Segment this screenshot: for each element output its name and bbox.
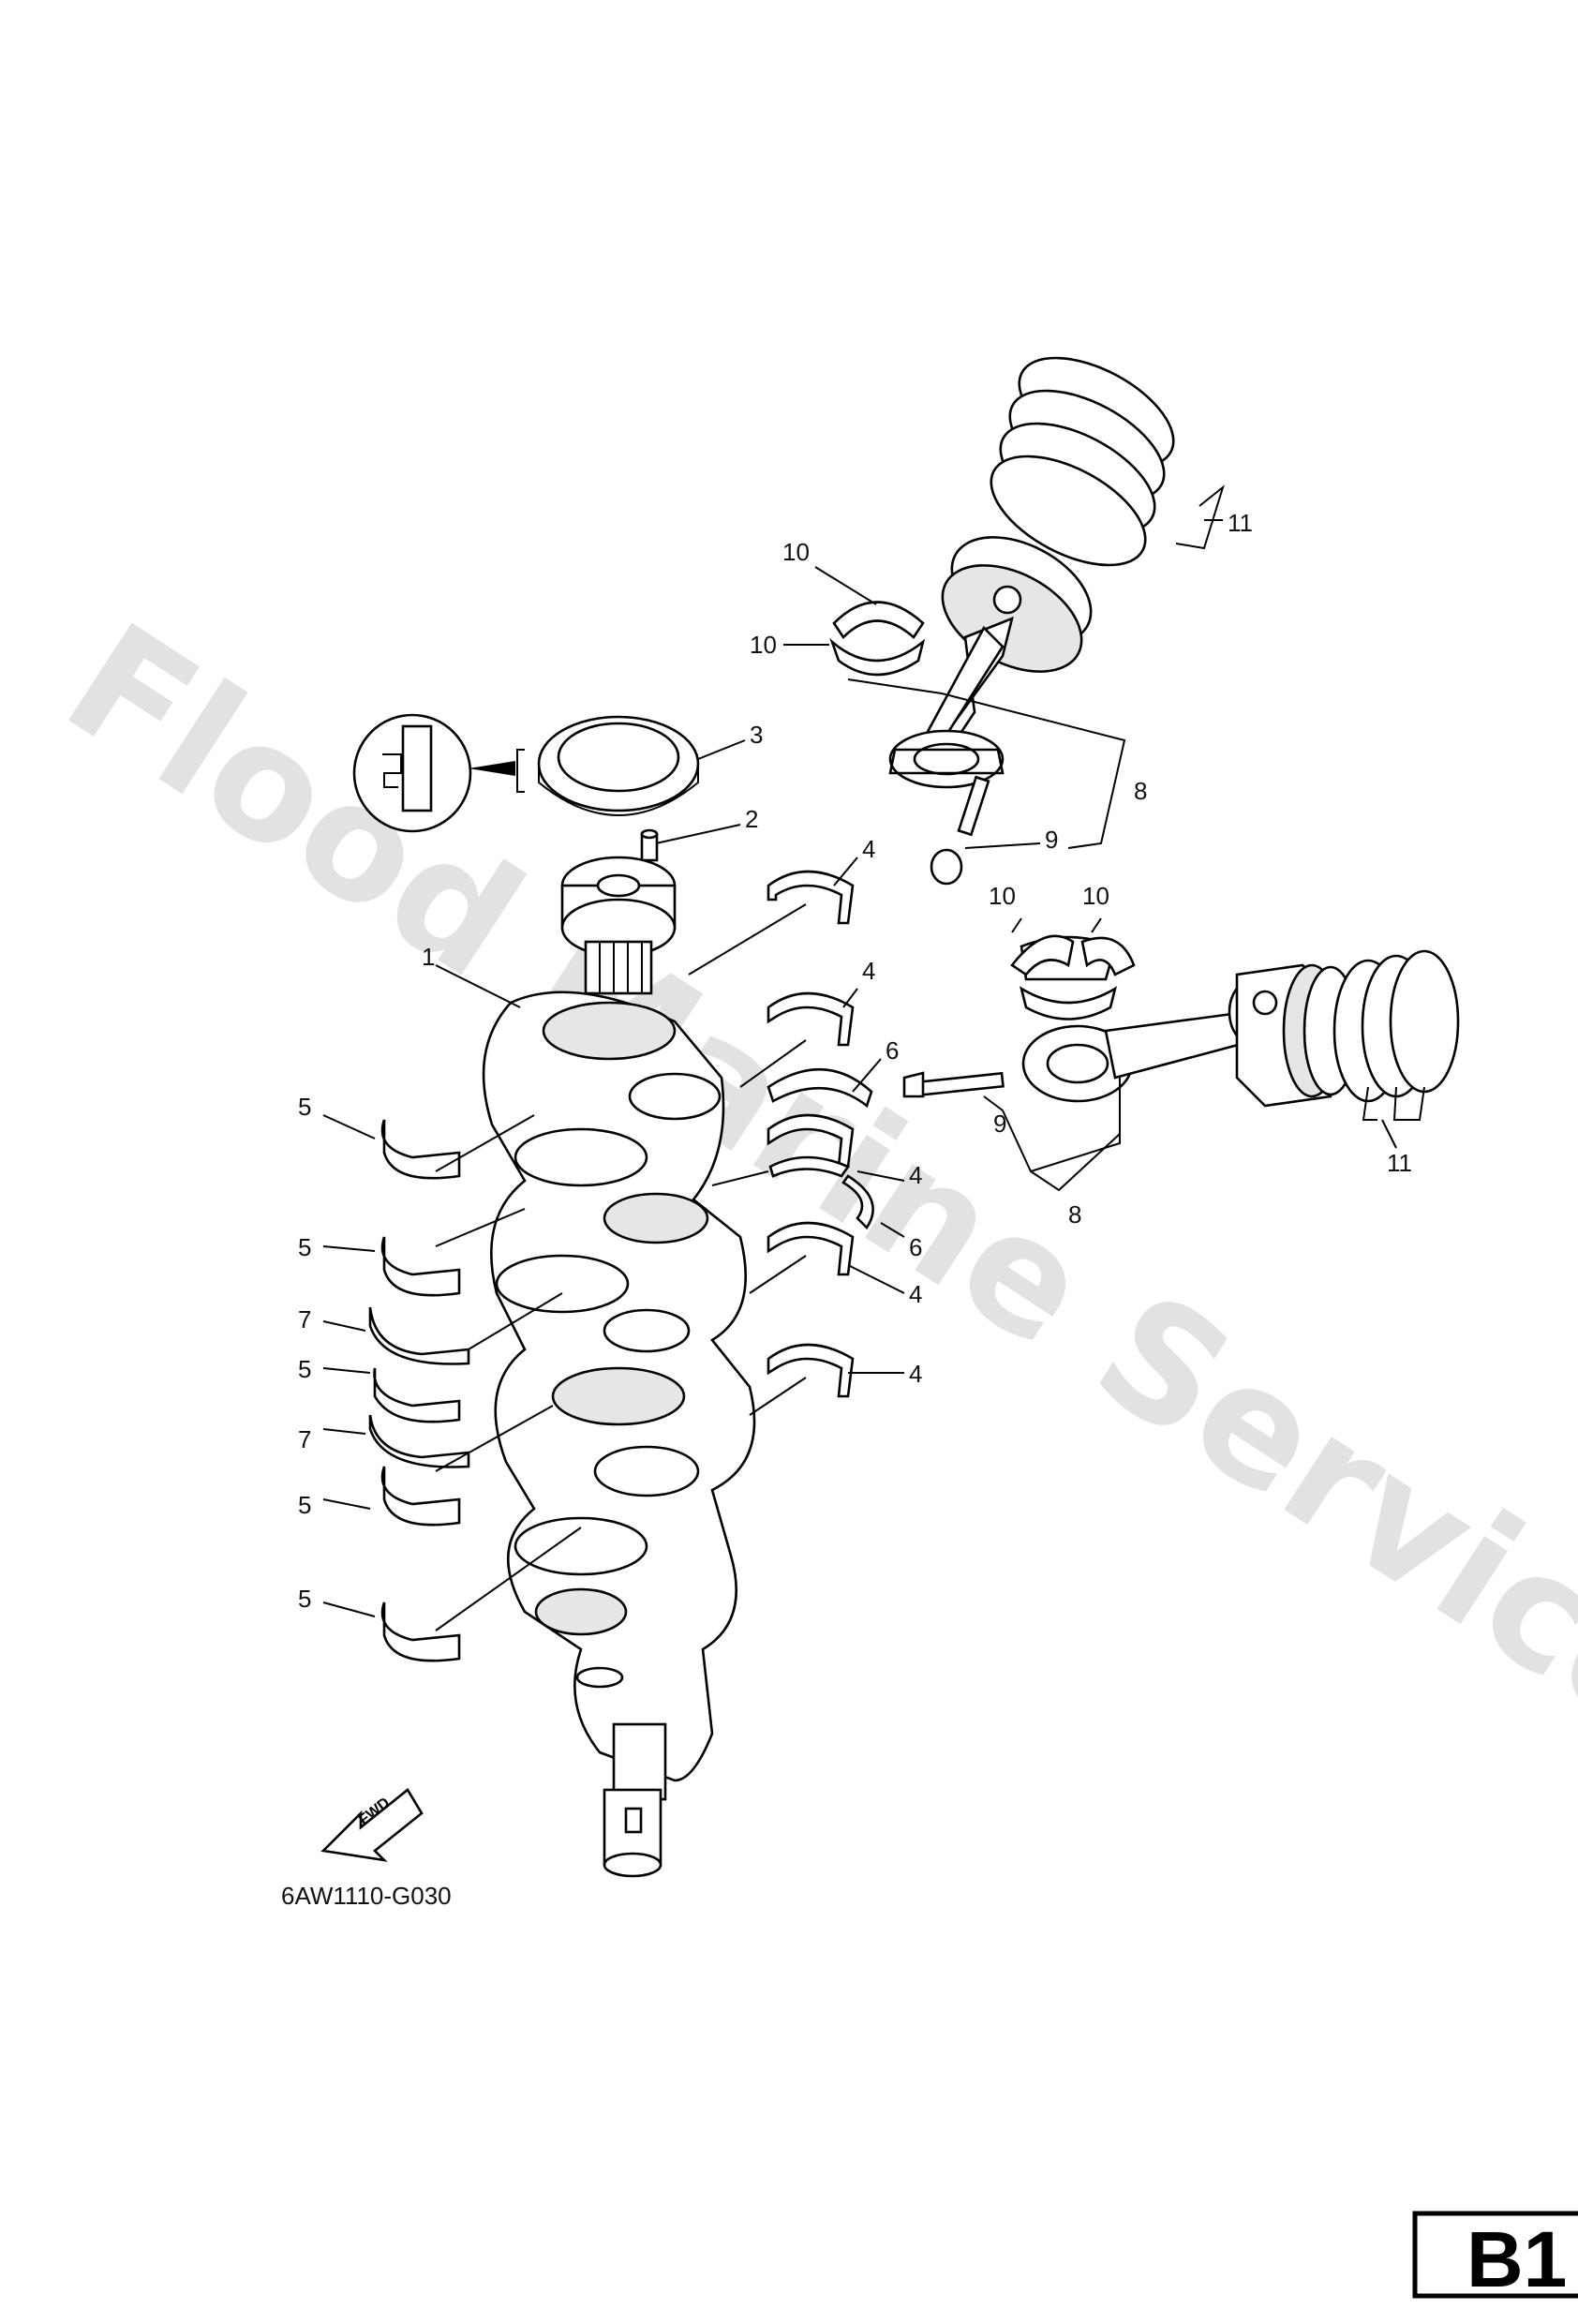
callout-11: 11 xyxy=(1228,509,1253,537)
rod-bearing-upper-pair xyxy=(829,601,926,677)
diagram-part-code: 6AW1110-G030 xyxy=(281,1882,452,1910)
callout-4: 4 xyxy=(909,1360,922,1388)
main-bearings-left xyxy=(368,1119,470,1662)
section-tag: B1 xyxy=(1412,2211,1578,2303)
callout-7: 7 xyxy=(298,1305,311,1333)
callout-1: 1 xyxy=(422,943,435,971)
dowel-pin xyxy=(640,828,659,862)
seal-detail-circle xyxy=(352,713,525,833)
piston-rod-assembly-upper xyxy=(888,536,1093,886)
callout-9: 9 xyxy=(1045,826,1058,854)
callout-10: 10 xyxy=(750,631,777,659)
crankshaft xyxy=(482,856,756,1878)
section-tag-text: B1 xyxy=(1466,2215,1567,2303)
callout-4: 4 xyxy=(909,1161,922,1189)
callout-3: 3 xyxy=(750,721,763,749)
callout-4: 4 xyxy=(862,957,875,985)
callout-numbers: 10 10 11 3 8 2 9 4 10 10 1 4 6 5 4 9 11 … xyxy=(298,509,1412,1613)
callout-11: 11 xyxy=(1387,1149,1412,1177)
callout-2: 2 xyxy=(745,805,758,833)
piston-rod-assembly-lower xyxy=(902,935,1359,1108)
callout-4: 4 xyxy=(909,1280,922,1308)
callout-8: 8 xyxy=(1134,777,1147,805)
oil-seal xyxy=(537,715,700,816)
watermark-text: Flood Marine Services xyxy=(36,588,1578,1825)
callout-5: 5 xyxy=(298,1491,311,1519)
fwd-arrow-icon: FWD xyxy=(320,1788,424,1862)
callout-6: 6 xyxy=(886,1036,899,1065)
callout-7: 7 xyxy=(298,1425,311,1453)
callout-5: 5 xyxy=(298,1585,311,1613)
callout-10: 10 xyxy=(782,538,810,566)
piston-rings-lower xyxy=(1332,949,1460,1103)
callout-5: 5 xyxy=(298,1355,311,1383)
piston-rings-upper xyxy=(990,356,1175,567)
callout-4: 4 xyxy=(862,835,875,863)
callout-5: 5 xyxy=(298,1233,311,1261)
callout-8: 8 xyxy=(1068,1200,1081,1229)
callout-5: 5 xyxy=(298,1093,311,1121)
callout-10: 10 xyxy=(989,882,1016,910)
callout-6: 6 xyxy=(909,1233,922,1261)
main-bearings-right xyxy=(767,870,874,1398)
rod-bearing-lower-pair xyxy=(1010,934,1136,976)
callout-9: 9 xyxy=(993,1110,1006,1138)
leader-lines xyxy=(322,484,1425,1631)
callout-10: 10 xyxy=(1082,882,1109,910)
